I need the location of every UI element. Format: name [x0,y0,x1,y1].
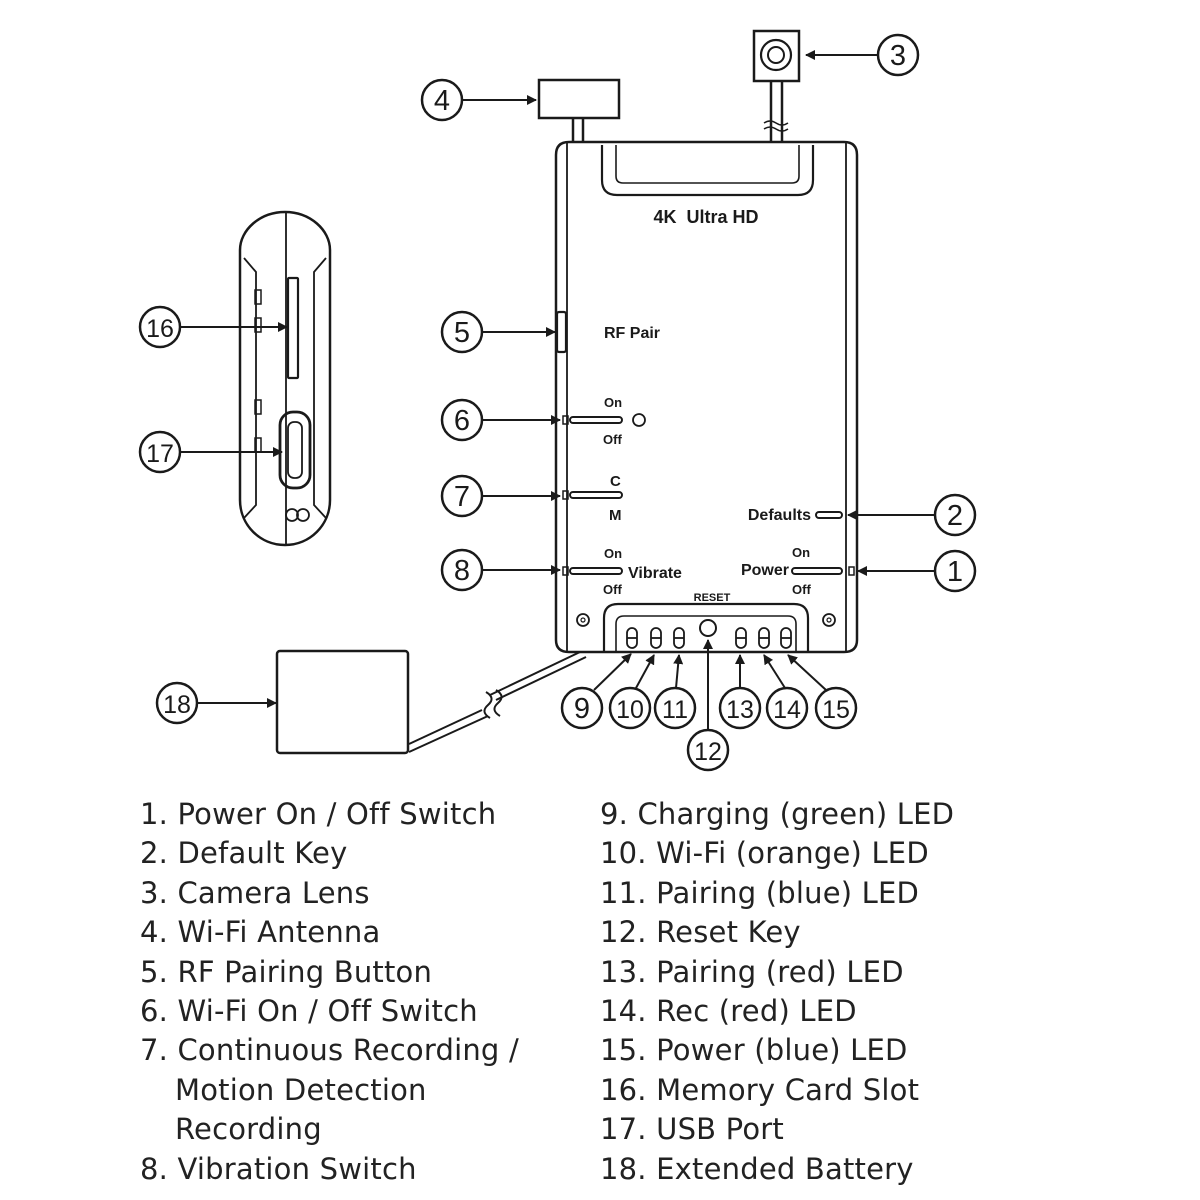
battery-cable [408,651,587,753]
legend-item: 8. Vibration Switch [140,1151,417,1186]
legend-item: 3. Camera Lens [140,875,370,910]
callout-6: 6 [454,405,470,437]
led-wifi [650,627,662,649]
callout-9: 9 [574,693,590,725]
led-pairing-red [735,627,747,649]
power-label: Power [741,562,789,579]
legend-item: 7. Continuous Recording / [140,1033,519,1068]
power-on-label: On [792,545,810,560]
vibrate-off-label: Off [603,582,622,597]
legend-item: 9. Charging (green) LED [600,797,955,831]
callout-15: 15 [822,696,850,724]
legend-item: Recording [175,1112,322,1147]
legend-item: 4. Wi-Fi Antenna [140,915,381,950]
side-indicator-icon [285,508,299,522]
power-switch[interactable] [791,566,855,576]
defaults-key[interactable] [815,511,843,519]
device-diagram: 1 2 3 4 5 6 7 8 9 10 11 12 13 14 15 16 1… [138,29,977,772]
rf-pair-button[interactable] [555,310,568,354]
device-title: 4K Ultra HD [653,207,758,227]
mode-c-label: C [610,473,621,490]
wifi-off-label: Off [603,432,622,447]
callout-7: 7 [454,481,470,513]
wifi-indicator-icon [632,413,646,427]
callout-17: 17 [146,440,174,468]
led-power [780,627,792,649]
callout-12: 12 [694,738,722,766]
legend-item: 14. Rec (red) LED [600,994,857,1029]
mode-switch[interactable] [562,490,623,500]
legend-left: 1. Power On / Off Switch 2. Default Key 3.… [140,795,519,1189]
legend-item: 16. Memory Card Slot [600,1072,920,1107]
legend-item: 12. Reset Key [600,915,801,950]
power-off-label: Off [792,582,811,597]
callout-18: 18 [163,691,191,719]
legend-item: 13. Pairing (red) LED [600,954,904,989]
legend-item: 15. Power (blue) LED [600,1033,908,1068]
extended-battery [275,649,410,755]
wifi-on-label: On [604,395,622,410]
callout-8: 8 [454,555,470,587]
led-rec [758,627,770,649]
callout-11: 11 [662,696,688,724]
device-body [554,140,859,654]
legend-item: 10. Wi-Fi (orange) LED [600,836,929,871]
mode-m-label: M [609,507,622,524]
vibrate-on-label: On [604,546,622,561]
legend-right: 9. Charging (green) LED 10. Wi-Fi (orange… [600,795,954,1189]
usb-port [278,410,312,490]
legend-item: 1. Power On / Off Switch [140,797,497,831]
callout-10: 10 [616,696,644,724]
legend-item: 11. Pairing (blue) LED [600,875,920,910]
leader-arrows [180,50,935,730]
wifi-switch[interactable] [562,415,623,425]
callout-4: 4 [434,85,450,117]
legend-item: 2. Default Key [140,836,348,871]
callout-2: 2 [947,500,963,532]
callout-16: 16 [146,315,174,343]
led-row [626,627,792,649]
defaults-label: Defaults [748,507,811,524]
callout-14: 14 [773,696,801,724]
legend-item: Motion Detection [175,1072,427,1107]
legend-item: 18. Extended Battery [600,1151,914,1186]
wifi-antenna [537,78,621,142]
led-charging [626,627,638,649]
callout-3: 3 [890,40,906,72]
reset-label: RESET [694,592,731,604]
side-view [238,210,332,547]
vibrate-switch[interactable] [562,566,623,576]
vibrate-label: Vibrate [628,565,682,582]
legend-item: 17. USB Port [600,1112,784,1147]
led-pairing-blue [673,627,685,649]
callout-1: 1 [947,556,963,588]
legend-item: 6. Wi-Fi On / Off Switch [140,994,478,1029]
legend-item: 5. RF Pairing Button [140,954,433,989]
memory-card-slot [286,276,300,380]
rf-pair-label: RF Pair [604,325,660,342]
callout-13: 13 [726,696,754,724]
callout-5: 5 [454,317,470,349]
camera-lens [752,29,801,142]
reset-key[interactable] [699,619,717,637]
